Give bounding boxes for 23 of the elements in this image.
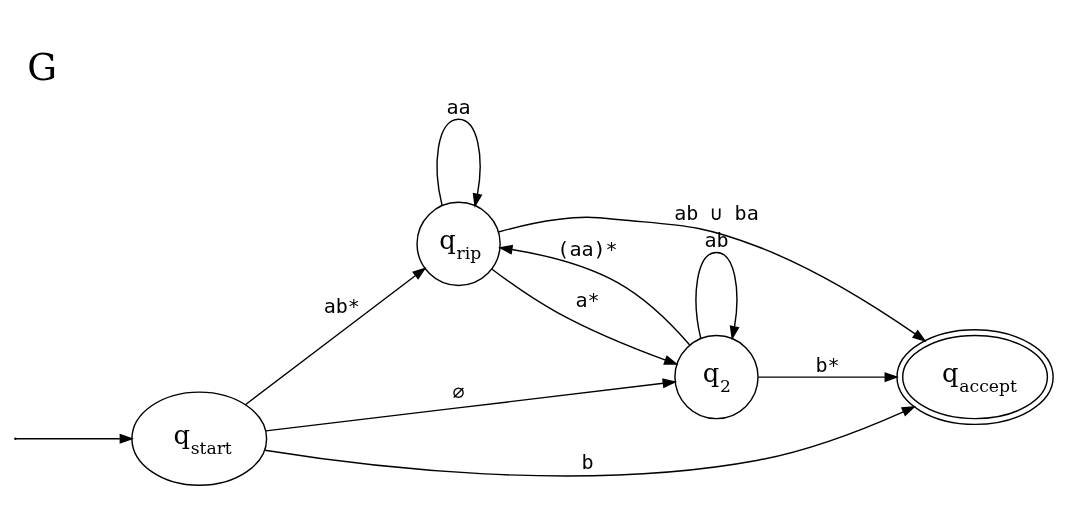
edge-label: (aa)* — [557, 236, 618, 261]
arrow — [695, 251, 740, 341]
arrow — [436, 118, 483, 208]
edge-label: b* — [815, 352, 840, 377]
arrow — [15, 433, 134, 444]
diagram-title: G — [27, 45, 57, 90]
arrow — [491, 268, 679, 365]
arrow — [265, 378, 677, 432]
arrow — [264, 406, 916, 477]
edge-label: b — [581, 450, 594, 475]
node-circle: q$_{rip}$ — [416, 201, 501, 287]
edge-label: ∅ — [452, 379, 465, 404]
arrow — [498, 244, 691, 346]
arrow — [244, 267, 427, 406]
edge-label: a* — [575, 288, 600, 313]
arrow — [497, 216, 927, 342]
node-ellipse: q$_{start}$ — [131, 391, 268, 486]
edge-label: aa — [446, 94, 471, 119]
edge-label: ab* — [323, 293, 360, 318]
node-circle: q$_{2}$ — [674, 334, 759, 420]
edge-label: ab ∪ ba — [674, 200, 759, 225]
arrow — [757, 372, 899, 383]
edge-label: ab — [704, 228, 729, 253]
